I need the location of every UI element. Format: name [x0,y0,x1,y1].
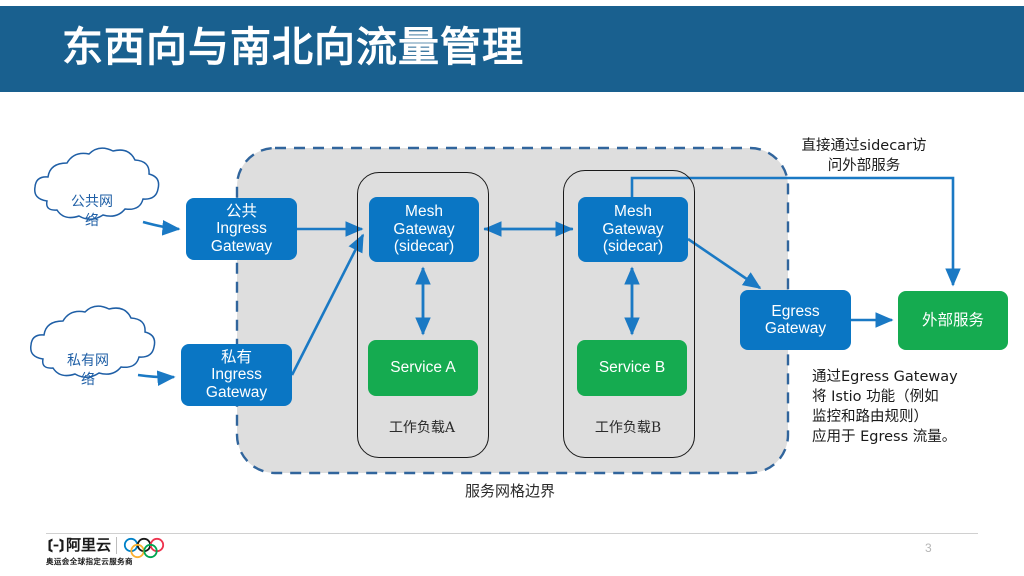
workload-b-label: 工作负载B [594,420,662,436]
annotation-egress-line3: 监控和路由规则） [812,409,928,425]
alibaba-cloud-logo-text: 阿里云 [66,536,112,554]
footer-divider [46,533,978,534]
page-number: 3 [925,541,932,555]
mesh-a-line1: Mesh [405,203,443,221]
external-service-node[interactable]: 外部服务 [898,291,1008,350]
public-ingress-gateway-node[interactable]: 公共 Ingress Gateway [186,198,297,260]
public-network-cloud-label: 公共网 络 [42,193,142,231]
arrow-mesh-b-to-egress [687,237,762,290]
private-ingress-line3: Gateway [205,383,268,401]
arrow-mesh-b-direct-to-external [630,176,961,287]
header-bar [0,6,1024,92]
private-cloud-label-line2: 络 [81,372,95,388]
mesh-b-line3: (sidecar) [602,238,664,256]
service-mesh-boundary [235,146,790,475]
egress-gateway-node[interactable]: Egress Gateway [740,290,851,350]
annotation-egress-line1: 通过Egress Gateway [812,369,958,385]
mesh-b-line2: Gateway [602,220,664,238]
page-title: 东西向与南北向流量管理 [62,23,524,71]
private-network-cloud-shape [30,305,156,378]
logo-divider [116,537,118,554]
mesh-gateway-a-node[interactable]: Mesh Gateway (sidecar) [369,197,479,262]
private-ingress-gateway-node[interactable]: 私有 Ingress Gateway [181,344,292,406]
alibaba-cloud-logo-tagline: 奥运会全球指定云服务商 [46,557,133,566]
public-ingress-line2: Ingress [216,220,267,238]
private-ingress-line1: 私有 [220,348,252,366]
private-cloud-label-line1: 私有网 [67,353,109,369]
service-mesh-boundary-caption: 服务网格边界 [464,482,555,500]
mesh-a-line3: (sidecar) [393,238,455,256]
annotation-egress-gateway: 通过Egress Gateway 将 Istio 功能（例如 监控和路由规则） … [812,367,982,447]
annotation-egress-line2: 将 Istio 功能（例如 [812,389,939,405]
service-a-node[interactable]: Service A [368,340,478,396]
workload-a-container [357,172,489,458]
arrow-private-ingress-to-mesh-a [290,233,365,376]
public-cloud-label-line2: 络 [85,213,99,229]
workload-b-container [563,170,695,458]
diagram-canvas: 公共网 络 私有网 络 工作负载A 工作负载B 公共 Ingress Gatew… [0,92,1024,512]
egress-line1: Egress [771,302,820,320]
alibaba-cloud-logo: 阿里云 [46,537,174,559]
mesh-gateway-b-node[interactable]: Mesh Gateway (sidecar) [578,197,688,262]
workload-a-label: 工作负载A [388,420,456,436]
annotation-direct-sidecar-line1: 直接通过sidecar访 [801,138,927,154]
annotation-egress-line4: 应用于 Egress 流量。 [812,429,957,445]
olympic-rings-icon [123,537,165,559]
public-ingress-line1: 公共 [225,202,257,220]
mesh-b-line1: Mesh [614,203,652,221]
service-b-node[interactable]: Service B [577,340,687,396]
public-cloud-label-line1: 公共网 [71,194,113,210]
annotation-direct-sidecar: 直接通过sidecar访 问外部服务 [784,136,944,176]
alibaba-cloud-mark-icon [48,538,64,553]
arrow-private-cloud-to-ingress [137,370,176,386]
private-ingress-line2: Ingress [211,366,262,384]
egress-line2: Gateway [764,320,827,337]
private-network-cloud-label: 私有网 络 [38,352,138,390]
public-ingress-line3: Gateway [210,237,273,255]
public-network-cloud-shape [34,147,160,220]
arrow-public-cloud-to-ingress [142,220,181,236]
mesh-a-line2: Gateway [393,220,455,238]
annotation-direct-sidecar-line2: 问外部服务 [827,158,901,174]
